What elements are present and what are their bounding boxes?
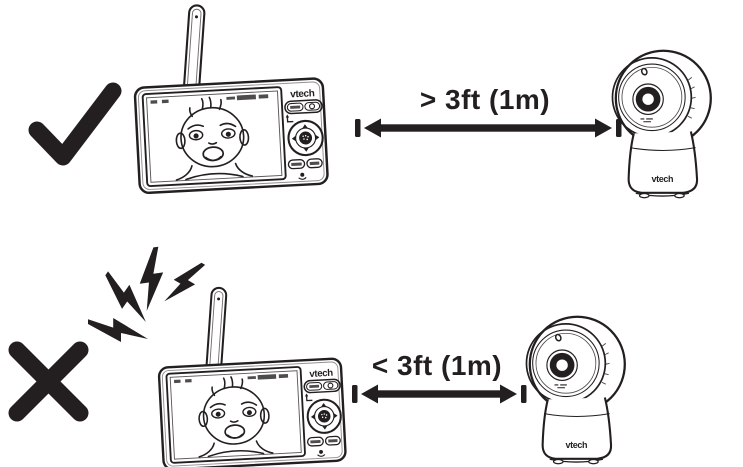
baby-camera-unit: vtech [525, 315, 626, 465]
monitor-brand-logo: vtech [309, 368, 333, 380]
distance-label: > 3ft (1m) [420, 84, 550, 115]
cross-icon [8, 341, 89, 422]
distance-indicator: < 3ft (1m) [352, 350, 527, 404]
camera-brand-logo: vtech [652, 174, 674, 184]
double-arrow-icon [352, 384, 527, 404]
distance-indicator: > 3ft (1m) [355, 84, 622, 138]
row-incorrect-placement: vtech < 3ft (1m) vtech [8, 246, 626, 467]
monitor-brand-logo: vtech [290, 88, 315, 100]
camera-brand-logo: vtech [566, 440, 588, 450]
distance-label: < 3ft (1m) [372, 350, 502, 381]
parent-monitor-unit: vtech [153, 279, 348, 467]
double-arrow-icon [355, 118, 622, 138]
parent-monitor-unit: vtech [129, 0, 330, 195]
row-correct-placement: vtech > 3ft (1m) vtech [28, 0, 712, 199]
interference-noise-icon [88, 246, 207, 342]
check-icon [28, 82, 122, 166]
baby-camera-unit: vtech [611, 49, 712, 199]
